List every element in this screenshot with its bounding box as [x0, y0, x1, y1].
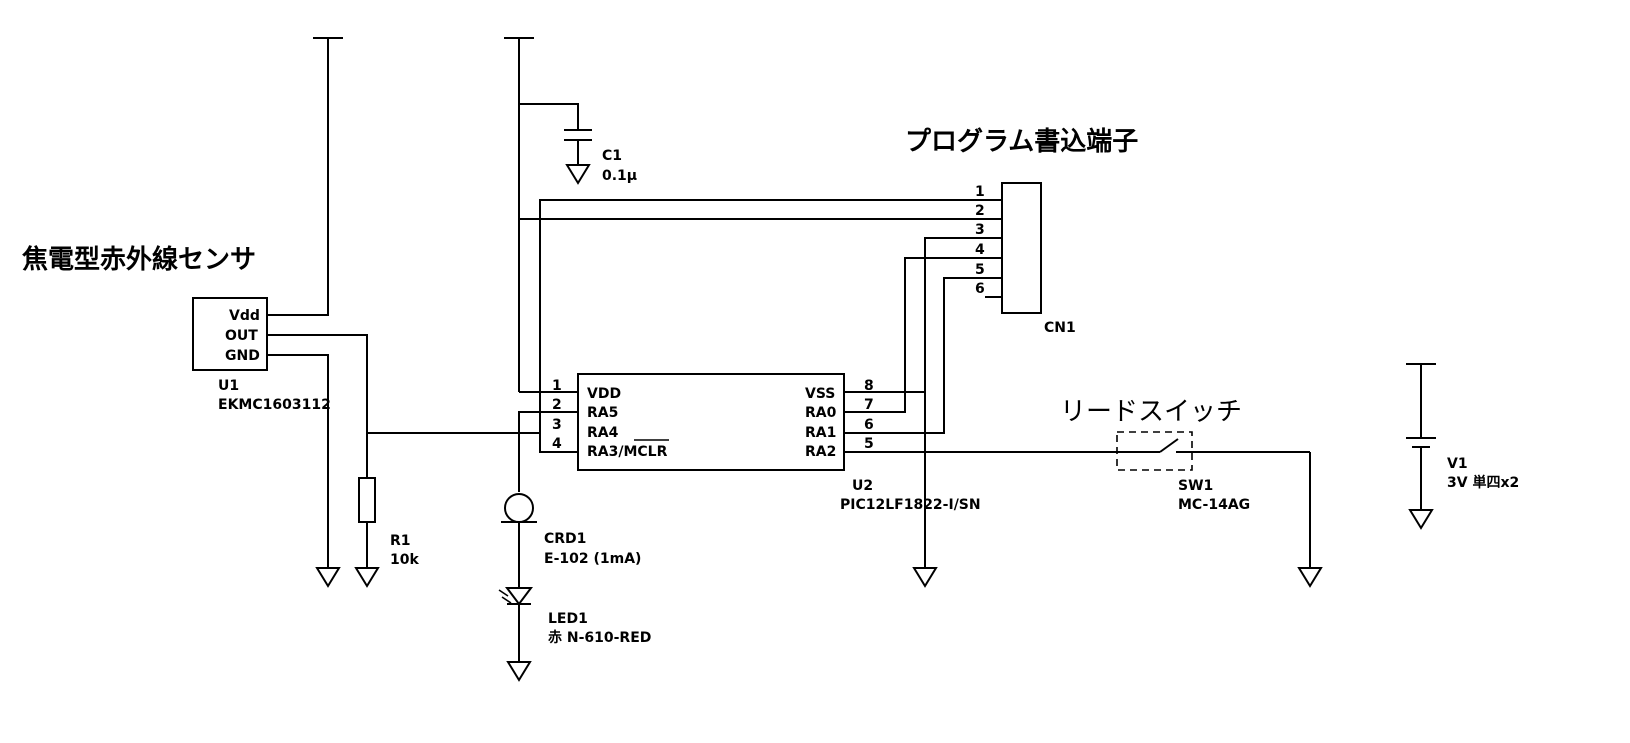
cn1-pin-4: 4 [975, 242, 985, 258]
v1-battery: V1 3V 単四x2 [1406, 363, 1519, 530]
crd1-diode: CRD1 E-102 (1mA) [501, 493, 641, 588]
ground-symbol-c1 [565, 164, 591, 185]
r1-ref: R1 [390, 533, 411, 549]
cn1-pin-2: 2 [975, 203, 985, 219]
v1-ref: V1 [1447, 456, 1468, 472]
u2-pin-5-name: RA2 [805, 444, 836, 460]
net-u1-out [267, 334, 540, 478]
u2-pin-5-num: 5 [864, 436, 874, 452]
net-ra1 [844, 277, 985, 434]
sw1-part: MC-14AG [1178, 497, 1250, 513]
u1-sensor: Vdd OUT GND U1 EKMC1603112 [192, 297, 331, 413]
net-ra5-led [518, 411, 578, 492]
programmer-title: プログラム書込端子 [905, 127, 1138, 157]
cn1-pin-5: 5 [975, 262, 985, 278]
crd1-body [504, 493, 534, 523]
u1-part: EKMC1603112 [218, 397, 331, 413]
u2-ref: U2 [852, 478, 873, 494]
sw1-reed-switch: SW1 MC-14AG [1116, 431, 1323, 588]
u2-pin-7-name: RA0 [805, 405, 837, 421]
u2-body [577, 373, 845, 471]
led1-value: 赤 N-610-RED [548, 630, 651, 646]
u1-pin-vdd: Vdd [229, 308, 260, 324]
ground-symbol-sw1 [1297, 567, 1323, 588]
net-ra0 [844, 257, 985, 413]
u2-pin-6-num: 6 [864, 417, 874, 433]
ground-symbol-r1 [354, 567, 380, 588]
r1-resistor: R1 10k [354, 477, 419, 588]
u1-ref: U1 [218, 378, 239, 394]
ground-symbol-vss [912, 567, 938, 588]
ground-symbol-u1 [315, 567, 341, 588]
c1-value: 0.1µ [602, 168, 637, 184]
u2-pin-7-num: 7 [864, 397, 874, 413]
net-mclr [539, 199, 985, 453]
u2-pin-2-name: RA5 [587, 405, 618, 421]
led1-ref: LED1 [548, 611, 588, 627]
u2-pin-1-name: VDD [587, 386, 621, 402]
net-u1-vdd [267, 37, 343, 316]
ground-symbol-led [506, 661, 532, 682]
reed-switch-title: リードスイッチ [1060, 397, 1242, 427]
u2-mcu: 1 2 3 4 VDD RA5 RA4 RA3/MCLR 8 7 6 5 VSS… [552, 373, 981, 513]
u1-pin-gnd: GND [225, 348, 260, 364]
crd1-ref: CRD1 [544, 531, 586, 547]
sw1-ref: SW1 [1178, 478, 1213, 494]
c1-capacitor: C1 0.1µ [564, 129, 637, 185]
cn1-pin-3: 3 [975, 222, 985, 238]
sw1-envelope [1116, 431, 1193, 471]
cn1-ref: CN1 [1044, 320, 1076, 336]
u2-pin-1-num: 1 [552, 378, 562, 394]
u2-pin-8-name: VSS [805, 386, 835, 402]
led1-body [505, 587, 533, 606]
ground-symbol-v1 [1408, 509, 1434, 530]
u2-part: PIC12LF1822-I/SN [840, 497, 981, 513]
u2-pin-4-num: 4 [552, 436, 562, 452]
cn1-body [1001, 182, 1042, 314]
u2-pin-3-name: RA4 [587, 425, 619, 441]
cn1-pin-1: 1 [975, 184, 985, 200]
net-u1-gnd [267, 354, 341, 588]
net-vdd [504, 37, 985, 393]
crd1-value: E-102 (1mA) [544, 551, 641, 567]
r1-body [358, 477, 376, 523]
c1-ref: C1 [602, 148, 622, 164]
u2-pin-4-name: RA3/MCLR [587, 444, 668, 460]
u2-pin-2-num: 2 [552, 397, 562, 413]
u1-pin-out: OUT [225, 328, 258, 344]
r1-value: 10k [390, 552, 419, 568]
led1-diode: LED1 赤 N-610-RED [498, 587, 651, 682]
cn1-pin-6: 6 [975, 281, 985, 297]
cn1-connector: 1 2 3 4 5 6 CN1 [975, 182, 1076, 336]
net-vss [844, 237, 985, 588]
u2-pin-6-name: RA1 [805, 425, 836, 441]
u2-pin-3-num: 3 [552, 417, 562, 433]
sensor-title: 焦電型赤外線センサ [22, 244, 256, 275]
v1-value: 3V 単四x2 [1447, 474, 1519, 491]
u2-pin-8-num: 8 [864, 378, 874, 394]
